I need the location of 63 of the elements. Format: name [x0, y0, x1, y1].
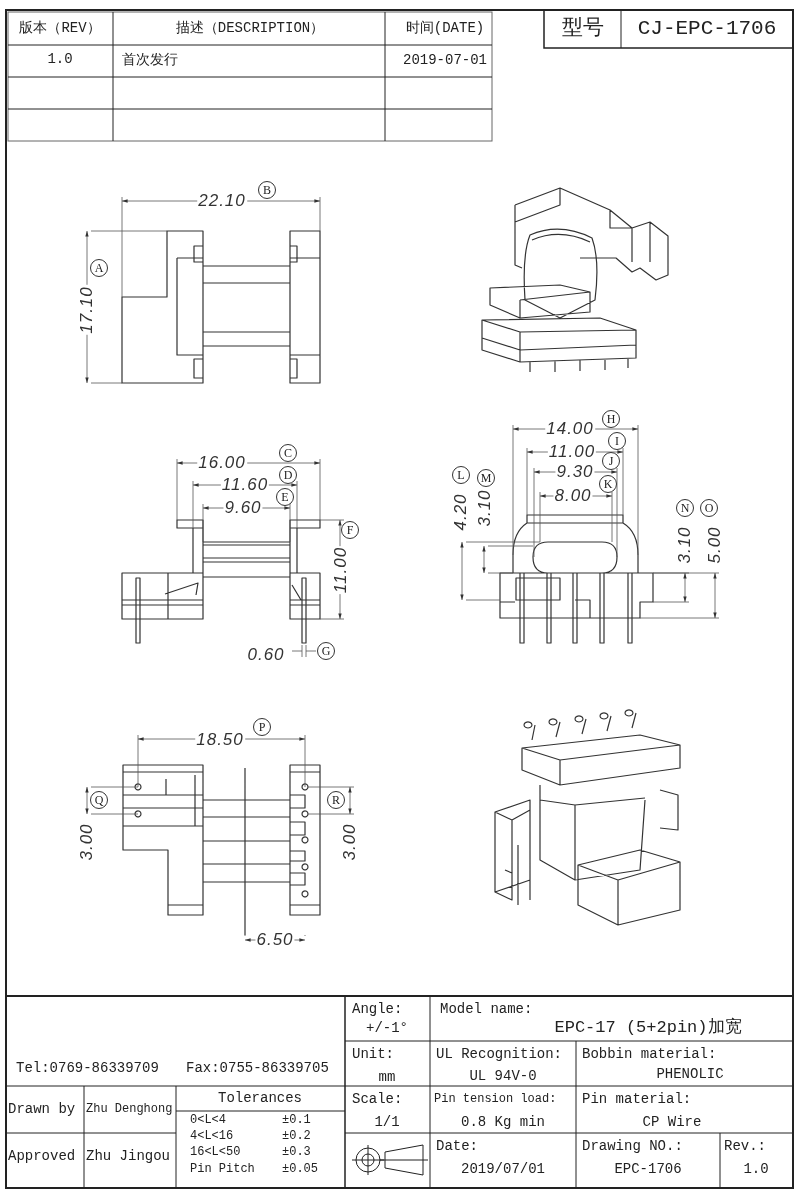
field-label: Bobbin material: [582, 1047, 717, 1063]
callout-letter: P [253, 718, 271, 736]
callout-letter: D [279, 466, 297, 484]
field-value: UL 94V-0 [469, 1069, 537, 1085]
field-value: EPC-1706 [614, 1162, 682, 1178]
field-value: CP Wire [642, 1115, 702, 1131]
revision-number: 1.0 [47, 52, 73, 68]
callout-letter: E [276, 488, 294, 506]
field-label: Unit: [352, 1047, 394, 1063]
tolerance-value: ±0.05 [282, 1163, 318, 1177]
tolerance-range: 4<L<16 [190, 1130, 234, 1144]
callout-letter: H [602, 410, 620, 428]
field-label: Approved [8, 1149, 76, 1165]
tolerance-range: 16<L<50 [190, 1146, 241, 1160]
tolerance-value: ±0.2 [282, 1130, 311, 1144]
tolerance-range: 0<L<4 [190, 1114, 226, 1128]
field-label: Drawn by [8, 1102, 76, 1118]
field-value: 0.8 Kg min [461, 1115, 545, 1131]
field-value: 1.0 [743, 1162, 769, 1178]
field-value: Zhu Denghong [86, 1103, 173, 1117]
field-label: Pin tension load: [434, 1093, 557, 1107]
field-value: mm [378, 1070, 396, 1086]
model-number: CJ-EPC-1706 [637, 17, 777, 41]
callout-letter: A [90, 259, 108, 277]
callout-letter: C [279, 444, 297, 462]
field-label: Drawing NO.: [582, 1139, 683, 1155]
tolerance-value: ±0.3 [282, 1146, 311, 1160]
callout-letter: G [317, 642, 335, 660]
callout-letter: I [608, 432, 626, 450]
callout-letter: R [327, 791, 345, 809]
callout-letter: Q [90, 791, 108, 809]
callout-letter: M [477, 469, 495, 487]
field-value: Zhu Jingou [86, 1149, 170, 1165]
field-label: Pin material: [582, 1092, 692, 1108]
callout-letter: B [258, 181, 276, 199]
field-label: Rev.: [724, 1139, 766, 1155]
callout-letter: L [452, 466, 470, 484]
field-value: +/-1° [366, 1021, 408, 1037]
column-header: 时间(DATE) [405, 21, 485, 37]
field-value: EPC-17 (5+2pin)加宽 [554, 1018, 742, 1038]
field-label: Angle: [352, 1002, 403, 1018]
field-label: Date: [436, 1139, 478, 1155]
callout-letter: J [602, 452, 620, 470]
revision-description: 首次发行 [122, 53, 178, 69]
tolerance-range: Pin Pitch [190, 1163, 255, 1177]
column-header: Tolerances [218, 1091, 302, 1107]
field-label: UL Recognition: [436, 1047, 563, 1063]
field-value: PHENOLIC [656, 1067, 724, 1083]
phone-number: Tel:0769-86339709 [16, 1061, 159, 1077]
column-header: 描述（DESCRIPTION） [175, 21, 325, 37]
field-label: Scale: [352, 1092, 403, 1108]
column-header: 版本（REV） [19, 21, 101, 37]
callout-letter: F [341, 521, 359, 539]
fax-number: Fax:0755-86339705 [186, 1061, 329, 1077]
callout-letter: N [676, 499, 694, 517]
revision-date: 2019-07-01 [403, 53, 487, 69]
field-value: 1/1 [374, 1115, 400, 1131]
field-label: Model name: [440, 1002, 533, 1018]
field-value: 2019/07/01 [461, 1162, 545, 1178]
callout-letter: K [599, 475, 617, 493]
callout-letter: O [700, 499, 718, 517]
tolerance-value: ±0.1 [282, 1114, 311, 1128]
model-label: 型号 [562, 17, 604, 41]
